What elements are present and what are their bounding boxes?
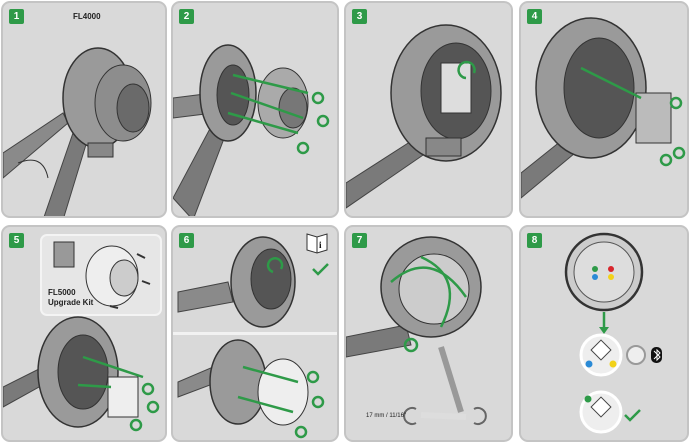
step-number-badge: 2 (179, 9, 194, 24)
kit-label-line1: FL5000 (48, 288, 76, 297)
step-3-panel: 3 (344, 1, 513, 218)
step-number-badge: 3 (352, 9, 367, 24)
model-label: FL4000 (73, 12, 101, 21)
step-number-badge: 8 (527, 233, 542, 248)
reassemble-illustration: i (177, 233, 329, 439)
step-number-badge: 6 (179, 233, 194, 248)
svg-text:i: i (319, 240, 322, 250)
step-5-panel: 5 FL5000 Upgrade Kit (1, 225, 167, 442)
flywheel-illustration (3, 47, 152, 216)
step-1-panel: 1 FL4000 (1, 1, 167, 218)
kit-label-line2: Upgrade Kit (48, 298, 94, 307)
step-8-panel: 8 (519, 225, 689, 442)
tighten-nut-illustration (346, 236, 487, 425)
upgrade-kit-inset: FL5000 Upgrade Kit (40, 234, 162, 316)
step-number-badge: 4 (527, 9, 542, 24)
remove-cover-illustration (173, 44, 330, 216)
sensor-icon (626, 345, 646, 365)
step-number-badge: 1 (9, 9, 24, 24)
step-6-panel: 6 i (171, 225, 339, 442)
manual-info-icon: i (306, 233, 328, 254)
install-board-illustration (3, 316, 160, 432)
step-4-panel: 4 (519, 1, 689, 218)
remove-board-illustration (521, 17, 686, 199)
wrench-icon (420, 412, 467, 420)
step-number-badge: 5 (9, 233, 24, 248)
upgrade-kit-parts-icon (53, 241, 151, 309)
checkmark-icon (624, 409, 641, 422)
electronics-illustration (346, 24, 502, 209)
panel-divider (173, 332, 337, 335)
checkmark-icon (312, 263, 329, 276)
step-2-panel: 2 (171, 1, 339, 218)
wrench-size-label: 17 mm / 11/16" (366, 413, 407, 419)
step-number-badge: 7 (352, 233, 367, 248)
led-check-illustration (564, 232, 662, 434)
step-7-panel: 7 17 mm / 11/16" (344, 225, 513, 442)
